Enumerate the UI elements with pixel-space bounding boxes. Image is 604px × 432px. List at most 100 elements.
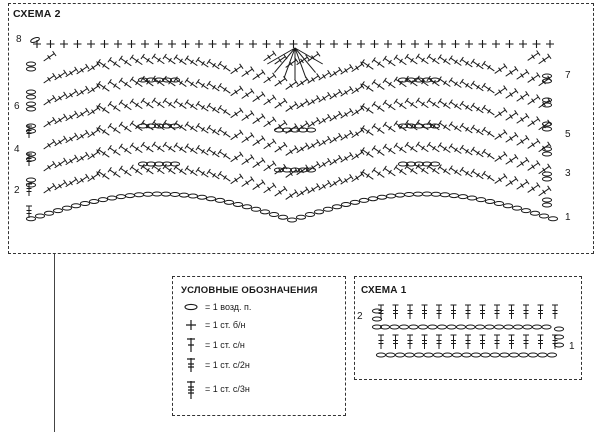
double-crochet — [162, 141, 176, 153]
chain-stitch — [52, 208, 64, 214]
double-crochet — [173, 98, 187, 109]
chain-stitch — [465, 324, 476, 330]
double-crochet — [307, 117, 321, 128]
double-crochet — [307, 139, 321, 150]
double-crochet — [318, 69, 332, 81]
double-crochet — [404, 97, 418, 109]
chain-stitch — [289, 167, 301, 173]
divider-line — [54, 254, 55, 432]
double-crochet — [415, 119, 429, 131]
double-crochet — [65, 154, 79, 166]
double-crochet — [371, 57, 385, 68]
chain-stitch — [223, 199, 235, 205]
double-crochet — [87, 127, 101, 138]
double-crochet — [527, 72, 541, 83]
chain-stitch — [115, 194, 127, 200]
double-crochet — [382, 143, 396, 155]
double-crochet — [173, 164, 187, 175]
double-crochet — [448, 165, 462, 176]
chain-stitch — [480, 352, 491, 358]
treble-crochet — [508, 334, 515, 349]
double-crochet — [96, 124, 110, 136]
chain-stitch — [340, 201, 352, 207]
chain-stitch — [305, 127, 317, 133]
chain-stitch — [250, 206, 262, 212]
chain-stitch — [531, 324, 543, 330]
double-treble-crochet-icon — [187, 381, 195, 399]
chain-stitch — [553, 342, 565, 348]
double-crochet — [217, 170, 231, 182]
chain-stitch — [25, 182, 37, 188]
double-crochet — [437, 98, 451, 109]
double-crochet — [505, 132, 519, 143]
chain-stitch — [451, 352, 463, 358]
chain-stitch — [553, 326, 565, 332]
double-crochet — [263, 72, 277, 84]
chain-stitch — [169, 191, 181, 197]
chain-stitch — [541, 102, 553, 108]
chain-stitch — [489, 352, 501, 358]
double-crochet — [415, 53, 429, 65]
double-crochet — [173, 120, 187, 131]
chain-stitch — [541, 171, 553, 177]
legend-item-single: = 1 ст. б/н — [181, 317, 246, 333]
double-crochet — [437, 120, 451, 131]
double-crochet — [241, 110, 255, 121]
double-crochet — [285, 123, 299, 134]
double-crochet — [118, 165, 132, 177]
double-crochet — [107, 123, 121, 134]
single-crochet — [505, 40, 514, 48]
double-crochet — [274, 185, 288, 197]
chain-stitch — [281, 127, 293, 133]
chain-stitch — [541, 78, 553, 84]
single-crochet — [478, 40, 487, 48]
treble-crochet — [26, 125, 32, 138]
double-crochet — [96, 80, 110, 92]
double-crochet — [329, 66, 343, 78]
chain-stitch — [423, 352, 434, 358]
double-crochet — [87, 149, 101, 160]
chain-stitch — [474, 324, 486, 330]
double-crochet — [65, 110, 79, 122]
double-crochet — [459, 100, 473, 112]
chain-stitch — [295, 214, 307, 220]
row-label-2: 2 — [14, 185, 20, 196]
schema-2-chart — [25, 37, 559, 223]
single-crochet — [276, 40, 284, 48]
double-crochet — [516, 179, 530, 190]
double-crochet — [516, 113, 530, 124]
chain-stitch — [25, 66, 37, 72]
chain-stitch — [493, 324, 505, 330]
schema-1-row-label-2: 2 — [357, 311, 363, 322]
double-crochet — [351, 149, 365, 161]
treble-crochet — [378, 334, 384, 349]
chain-stitch — [79, 200, 91, 206]
double-crochet — [230, 151, 244, 163]
double-crochet — [340, 173, 354, 185]
fan-stitch — [294, 47, 307, 79]
single-crochet — [262, 40, 271, 48]
chain-stitch — [421, 161, 433, 167]
double-crochet — [43, 182, 57, 194]
double-crochet — [107, 167, 121, 178]
double-crochet — [252, 91, 266, 102]
treble-crochet — [26, 205, 32, 218]
legend-label-double: = 1 ст. с/н — [205, 340, 245, 350]
chain-stitch — [97, 197, 109, 203]
double-crochet — [65, 88, 79, 100]
treble-crochet-icon — [187, 358, 195, 372]
legend-label-chain: = 1 возд. п. — [205, 302, 252, 312]
treble-crochet — [26, 183, 32, 196]
chain-stitch — [137, 161, 149, 167]
double-crochet — [318, 91, 332, 103]
double-crochet — [307, 73, 321, 84]
double-crochet — [206, 80, 220, 92]
double-crochet — [285, 189, 299, 200]
fan-stitch — [294, 47, 316, 73]
double-crochet — [184, 121, 198, 133]
double-crochet — [426, 141, 440, 153]
treble-crochet — [523, 304, 529, 319]
single-crochet — [546, 40, 554, 48]
chain-stitch — [304, 211, 316, 217]
double-crochet — [230, 85, 244, 97]
